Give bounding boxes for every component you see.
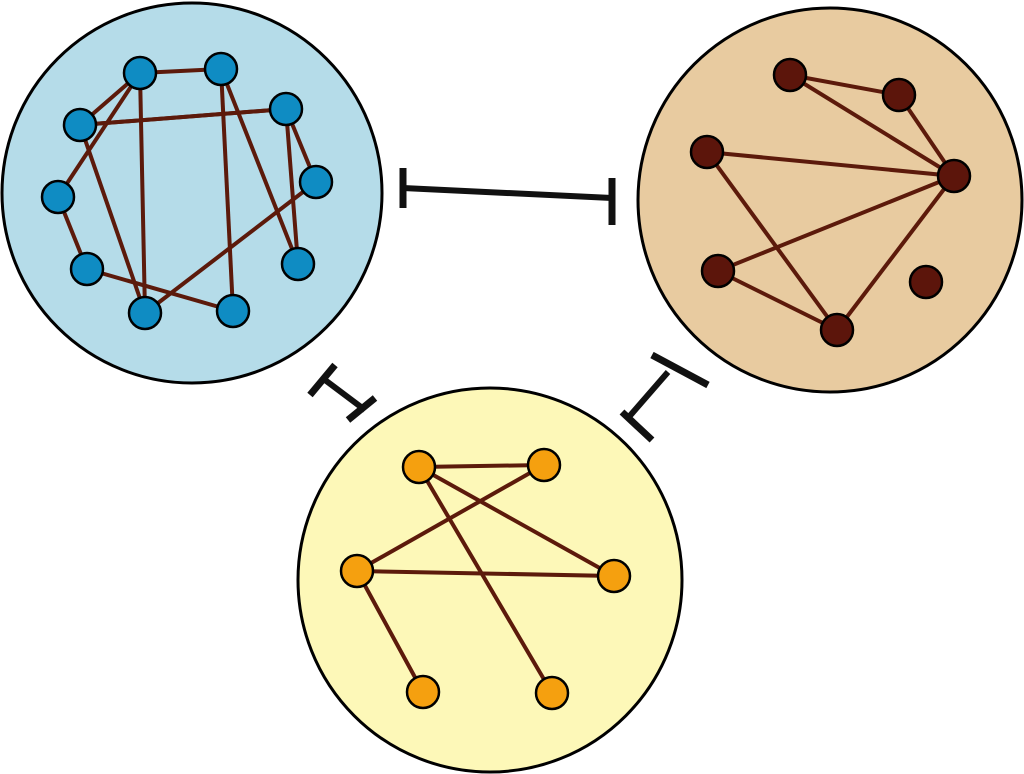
node-yellow-4 xyxy=(405,674,441,710)
module-tan xyxy=(636,6,1024,394)
inhibition-bar xyxy=(345,395,378,423)
edge-blue xyxy=(219,68,300,265)
node-tan-2 xyxy=(689,134,725,170)
inhibition-line xyxy=(323,377,367,413)
edge-tan xyxy=(789,73,900,97)
node-tan-3 xyxy=(936,158,972,194)
edge-tan xyxy=(706,150,955,178)
node-tan-6 xyxy=(819,312,855,348)
edge-yellow xyxy=(418,463,545,469)
edge-blue xyxy=(86,267,234,313)
edge-tan xyxy=(788,73,956,178)
module-circle-yellow xyxy=(296,386,684,774)
edge-yellow xyxy=(356,569,615,578)
module-blue xyxy=(0,1,384,385)
edge-blue xyxy=(78,124,147,314)
node-blue-3 xyxy=(268,91,304,127)
edge-yellow xyxy=(417,465,554,695)
node-blue-9 xyxy=(215,293,251,329)
edge-blue xyxy=(79,107,287,127)
node-blue-2 xyxy=(203,51,239,87)
inhibition-blue-tan xyxy=(399,168,616,225)
inhibition-line xyxy=(625,370,671,420)
edge-tan xyxy=(705,150,839,332)
edge-yellow xyxy=(355,570,425,693)
node-blue-1 xyxy=(122,55,158,91)
inhibition-tan-yellow xyxy=(619,351,710,443)
edge-blue xyxy=(138,72,147,314)
node-tan-1 xyxy=(881,77,917,113)
node-yellow-1 xyxy=(526,447,562,483)
inhibition-bar xyxy=(307,362,338,398)
inhibition-blue-yellow xyxy=(307,362,378,423)
node-tan-5 xyxy=(908,264,944,300)
edge-tan xyxy=(717,269,838,332)
node-blue-0 xyxy=(62,107,98,143)
module-yellow xyxy=(296,386,684,774)
edge-tan xyxy=(835,174,956,332)
inhibition-bar xyxy=(619,409,655,443)
node-blue-8 xyxy=(127,295,163,331)
edge-tan xyxy=(717,174,955,273)
node-yellow-2 xyxy=(339,553,375,589)
node-yellow-3 xyxy=(596,558,632,594)
node-yellow-0 xyxy=(401,449,437,485)
edge-yellow xyxy=(356,463,545,573)
node-tan-0 xyxy=(772,57,808,93)
node-tan-4 xyxy=(700,253,736,289)
node-blue-4 xyxy=(298,164,334,200)
inhibition-bar xyxy=(650,351,710,389)
edge-blue xyxy=(219,68,235,312)
node-blue-5 xyxy=(40,179,76,215)
node-blue-6 xyxy=(69,251,105,287)
edge-yellow xyxy=(418,465,615,578)
inhibition-line xyxy=(402,185,613,201)
node-yellow-5 xyxy=(534,675,570,711)
edge-blue xyxy=(56,71,142,199)
node-blue-7 xyxy=(280,246,316,282)
edge-blue xyxy=(143,180,318,315)
edge-blue xyxy=(284,108,300,265)
